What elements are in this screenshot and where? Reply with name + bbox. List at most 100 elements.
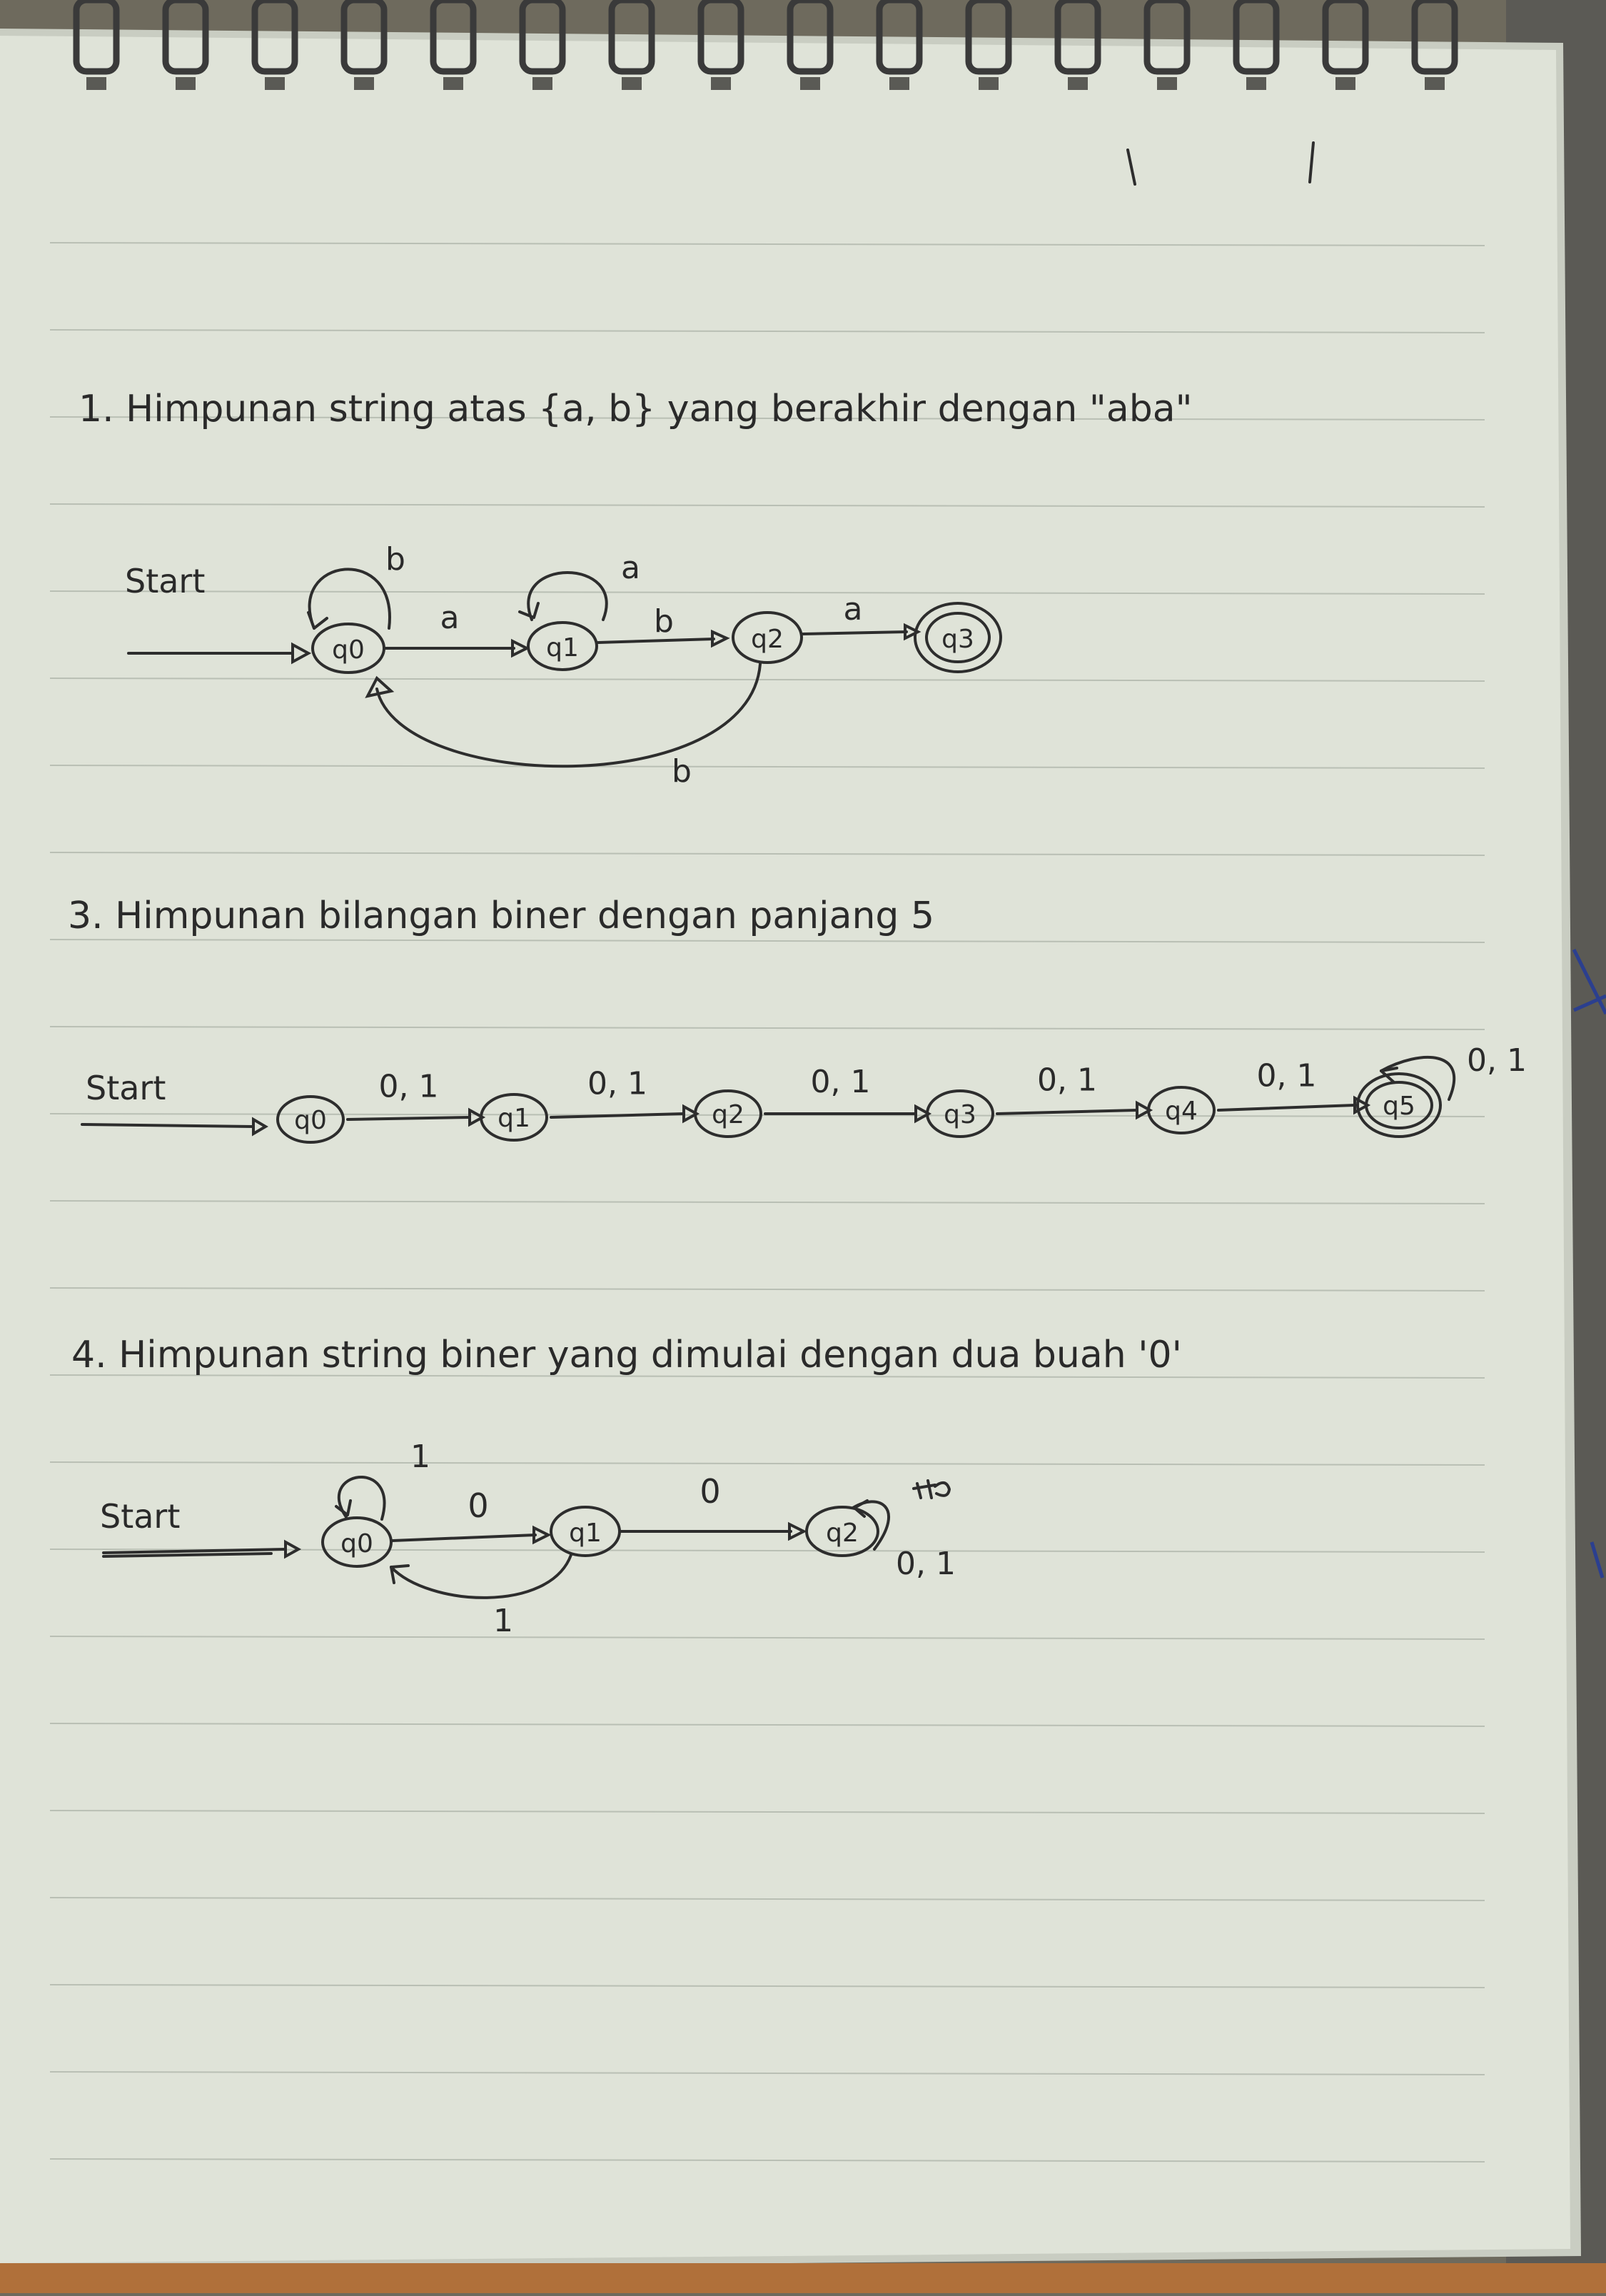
ruled-line xyxy=(49,1374,1485,1379)
p1-edge-q1-q2-head xyxy=(711,629,730,648)
p3-state-q1: q1 xyxy=(480,1093,548,1142)
p3-state-q5: q5 xyxy=(1356,1072,1442,1138)
binding-ring xyxy=(1054,0,1101,90)
ruled-lines xyxy=(49,242,1485,2162)
ruled-line xyxy=(49,1897,1485,1901)
p3-state-q2: q2 xyxy=(694,1089,762,1138)
binding-ring xyxy=(519,0,566,90)
problem3-heading: 3. Himpunan bilangan biner dengan panjan… xyxy=(68,895,934,937)
p3-edge-label: 0, 1 xyxy=(811,1064,871,1100)
p1-start-label: Start xyxy=(125,562,205,600)
binding-ring xyxy=(697,0,744,90)
ruled-line xyxy=(49,765,1485,769)
binding-ring xyxy=(608,0,655,90)
p1-edge-q1-q2 xyxy=(597,638,715,644)
binding-ring xyxy=(162,0,209,90)
p1-edge-q1-q2-label: b xyxy=(654,603,674,640)
paper-sheet xyxy=(0,29,1606,2293)
binding-ring xyxy=(251,0,298,90)
ruled-line xyxy=(49,242,1485,246)
ruled-line xyxy=(49,1026,1485,1030)
ruled-line xyxy=(49,1723,1485,1727)
p1-edge-q2-q3 xyxy=(802,630,908,635)
p3-state-q3: q3 xyxy=(926,1089,994,1138)
ruled-line xyxy=(49,852,1485,856)
p1-state-q3-label: q3 xyxy=(941,625,974,654)
p3-edge-label: 0, 1 xyxy=(1257,1058,1317,1094)
ruled-line xyxy=(49,1984,1485,1988)
binding-ring xyxy=(73,0,120,90)
p3-state-q0: q0 xyxy=(276,1095,345,1144)
p1-edge-q2-q0-head xyxy=(365,675,395,698)
pen-marks xyxy=(1572,948,1606,1578)
ruled-line xyxy=(49,1461,1485,1466)
p4-state-q2-label: q2 xyxy=(826,1519,859,1548)
ruled-line xyxy=(49,1636,1485,1640)
p1-edge-q0-q1-head xyxy=(511,638,530,658)
p4-edge-q0-q1-label: 0 xyxy=(468,1486,488,1525)
p1-loop-q0 xyxy=(308,568,391,630)
p4-loop-q0 xyxy=(337,1476,386,1521)
p1-loop-q1-label: a xyxy=(621,550,640,586)
p4-edge-q1-q2-head xyxy=(788,1521,807,1541)
p1-state-q1 xyxy=(527,621,598,671)
ruled-line xyxy=(49,503,1485,508)
p1-edge-q2-q0 xyxy=(375,663,762,768)
p3-edge: 0, 1 xyxy=(1217,1058,1371,1115)
p3-start-arrowhead xyxy=(252,1117,268,1137)
problem3: 3. Himpunan bilangan biner dengan panjan… xyxy=(68,895,1527,1144)
p3-edge: 0, 1 xyxy=(550,1066,700,1124)
p3-loop-q5 xyxy=(1380,1055,1455,1101)
problem4: 4. Himpunan string biner yang dimulai de… xyxy=(71,1334,1182,1639)
ruled-line xyxy=(49,2071,1485,2075)
p4-scribble xyxy=(912,1479,951,1499)
p3-edge: 0, 1 xyxy=(346,1069,486,1127)
p3-state-label: q2 xyxy=(712,1100,744,1129)
binding-ring xyxy=(1322,0,1369,90)
p3-edge-label: 0, 1 xyxy=(1037,1062,1097,1099)
p4-edge-q1-q0 xyxy=(390,1554,572,1599)
p3-loop-q5-label: 0, 1 xyxy=(1467,1042,1527,1079)
p1-loop-q1-head xyxy=(518,602,540,619)
p4-loop-q0-head xyxy=(335,1499,352,1516)
ruled-line xyxy=(49,2158,1485,2162)
p3-state-label: q0 xyxy=(294,1106,327,1135)
p3-final-ring xyxy=(1356,1072,1442,1138)
p4-state-q0 xyxy=(321,1516,393,1568)
ruled-line xyxy=(49,678,1485,682)
p1-start-arrowhead xyxy=(291,642,312,665)
binding-ring xyxy=(876,0,923,90)
problem4-heading: 4. Himpunan string biner yang dimulai de… xyxy=(71,1334,1182,1376)
ruled-line xyxy=(49,1200,1485,1204)
p3-start-label: Start xyxy=(86,1069,166,1107)
problem1-heading: 1. Himpunan string atas {a, b} yang bera… xyxy=(79,388,1192,430)
p4-edge-q1-q0-label: 1 xyxy=(493,1603,513,1639)
binding-ring xyxy=(1411,0,1458,90)
p4-edge-q0-q1 xyxy=(391,1534,537,1542)
p4-state-q1-label: q1 xyxy=(569,1519,602,1548)
problem1: 1. Himpunan string atas {a, b} yang bera… xyxy=(79,388,1192,790)
p4-start-label: Start xyxy=(100,1497,180,1536)
p3-edge: 0, 1 xyxy=(996,1062,1153,1120)
p1-loop-q0-head xyxy=(307,611,328,630)
ruled-line xyxy=(49,1810,1485,1814)
p1-state-q3-outer xyxy=(914,602,1002,673)
p1-edge-q0-q1-label: a xyxy=(440,600,460,636)
p4-start-arrow-double xyxy=(102,1552,273,1558)
p1-state-q3 xyxy=(925,612,991,663)
p3-edge-label: 0, 1 xyxy=(587,1066,647,1102)
p4-edge-q1-q0-head xyxy=(390,1564,410,1584)
p1-edge-q2-q3-label: a xyxy=(844,591,863,628)
p1-state-q2-label: q2 xyxy=(751,625,784,654)
p4-edge-q0-q1-head xyxy=(532,1525,552,1545)
binding-ring xyxy=(787,0,834,90)
p4-edge-q1-q2-label: 0 xyxy=(700,1472,720,1511)
ruled-line xyxy=(49,416,1485,421)
ruled-line xyxy=(49,939,1485,943)
p3-edge-label: 0, 1 xyxy=(379,1069,439,1105)
p4-start-arrow xyxy=(102,1548,287,1554)
header-ticks xyxy=(1126,141,1315,186)
